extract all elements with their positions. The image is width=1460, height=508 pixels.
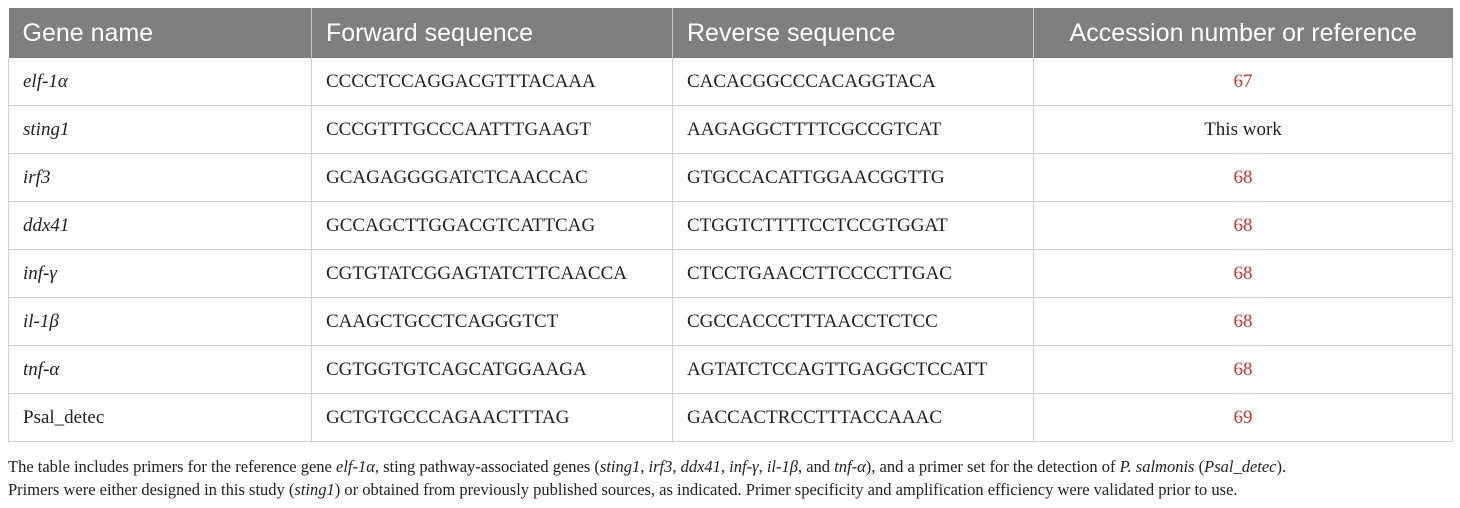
reference-link[interactable]: 68 — [1033, 201, 1453, 250]
header-reverse-sequence: Reverse sequence — [672, 8, 1034, 58]
footnote-line-1: The table includes primers for the refer… — [8, 455, 1452, 478]
footnote-text-run: The table includes primers for the refer… — [8, 457, 337, 476]
footnote-text-run: tnf-α — [834, 457, 866, 476]
forward-sequence-cell: GCTGTGCCCAGAACTTTAG — [311, 393, 673, 442]
footnote-text-run: inf-γ — [729, 457, 759, 476]
gene-name-cell: sting1 — [8, 105, 312, 154]
gene-name-cell: il-1β — [8, 297, 312, 346]
footnote-text-run: , — [758, 457, 767, 476]
table-header-row: Gene name Forward sequence Reverse seque… — [8, 8, 1453, 58]
footnote-text-run: P. salmonis — [1119, 457, 1195, 476]
gene-name-cell: elf-1α — [8, 58, 312, 106]
gene-name-cell: irf3 — [8, 153, 312, 202]
footnote-text-run: Psal_detec — [1204, 457, 1277, 476]
footnote-text-run: ). — [1276, 457, 1287, 476]
footnote-text-run: , sting pathway-associated genes ( — [374, 457, 600, 476]
reverse-sequence-cell: AAGAGGCTTTTCGCCGTCAT — [672, 105, 1034, 154]
footnote-text-run: ) or obtained from previously published … — [334, 480, 1238, 499]
reverse-sequence-cell: AGTATCTCCAGTTGAGGCTCCATT — [672, 345, 1034, 394]
forward-sequence-cell: CGTGGTGTCAGCATGGAAGA — [311, 345, 673, 394]
reverse-sequence-cell: CTCCTGAACCTTCCCCTTGAC — [672, 249, 1034, 298]
gene-name-cell: inf-γ — [8, 249, 312, 298]
table-row: inf-γ CGTGTATCGGAGTATCTTCAACCA CTCCTGAAC… — [8, 249, 1453, 298]
reference-link[interactable]: 68 — [1033, 249, 1453, 298]
reverse-sequence-cell: CGCCACCCTTTAACCTCTCC — [672, 297, 1034, 346]
table-row: Psal_detec GCTGTGCCCAGAACTTTAG GACCACTRC… — [8, 393, 1453, 442]
table-row: ddx41 GCCAGCTTGGACGTCATTCAG CTGGTCTTTTCC… — [8, 201, 1453, 250]
header-gene-name: Gene name — [8, 8, 312, 58]
reference-link[interactable]: 68 — [1033, 153, 1453, 202]
footnote-text-run: ( — [1194, 457, 1205, 476]
reference-link[interactable]: 68 — [1033, 345, 1453, 394]
reference-link[interactable]: 69 — [1033, 393, 1453, 442]
table-row: irf3 GCAGAGGGGATCTCAACCAC GTGCCACATTGGAA… — [8, 153, 1453, 202]
footnote-text-run: ddx41 — [680, 457, 721, 476]
forward-sequence-cell: GCAGAGGGGATCTCAACCAC — [311, 153, 673, 202]
reference-text: This work — [1033, 105, 1453, 154]
reverse-sequence-cell: GACCACTRCCTTTACCAAAC — [672, 393, 1034, 442]
primer-table-container: Gene name Forward sequence Reverse seque… — [8, 8, 1453, 442]
table-row: tnf-α CGTGGTGTCAGCATGGAAGA AGTATCTCCAGTT… — [8, 345, 1453, 394]
table-row: il-1β CAAGCTGCCTCAGGGTCT CGCCACCCTTTAACC… — [8, 297, 1453, 346]
footnote-text-run: sting1 — [599, 457, 641, 476]
footnote-text-run: il-1β — [766, 457, 798, 476]
reverse-sequence-cell: CACACGGCCCACAGGTACA — [672, 58, 1034, 106]
gene-name-cell: ddx41 — [8, 201, 312, 250]
footnote-text-run: , and — [797, 457, 835, 476]
gene-name-cell: Psal_detec — [8, 393, 312, 442]
table-footnote: The table includes primers for the refer… — [8, 455, 1452, 501]
footnote-text-run: , — [640, 457, 649, 476]
footnote-line-2: Primers were either designed in this stu… — [8, 478, 1452, 501]
footnote-text-run: sting1 — [294, 480, 335, 499]
reverse-sequence-cell: GTGCCACATTGGAACGGTTG — [672, 153, 1034, 202]
footnote-text-run: , — [672, 457, 681, 476]
forward-sequence-cell: GCCAGCTTGGACGTCATTCAG — [311, 201, 673, 250]
footnote-text-run: irf3 — [648, 457, 673, 476]
forward-sequence-cell: CGTGTATCGGAGTATCTTCAACCA — [311, 249, 673, 298]
forward-sequence-cell: CCCCTCCAGGACGTTTACAAA — [311, 58, 673, 106]
footnote-text-run: Primers were either designed in this stu… — [8, 480, 295, 499]
footnote-text-run: ), and a primer set for the detection of — [865, 457, 1120, 476]
footnote-text-run: , — [720, 457, 730, 476]
header-forward-sequence: Forward sequence — [311, 8, 673, 58]
primer-table: Gene name Forward sequence Reverse seque… — [8, 8, 1453, 442]
footnote-text-run: elf-1α — [336, 457, 375, 476]
reference-link[interactable]: 68 — [1033, 297, 1453, 346]
forward-sequence-cell: CCCGTTTGCCCAATTTGAAGT — [311, 105, 673, 154]
table-row: elf-1α CCCCTCCAGGACGTTTACAAA CACACGGCCCA… — [8, 58, 1453, 106]
reference-link[interactable]: 67 — [1033, 58, 1453, 106]
table-row: sting1 CCCGTTTGCCCAATTTGAAGT AAGAGGCTTTT… — [8, 105, 1453, 154]
reverse-sequence-cell: CTGGTCTTTTCCTCCGTGGAT — [672, 201, 1034, 250]
header-accession-reference: Accession number or reference — [1033, 8, 1453, 58]
gene-name-cell: tnf-α — [8, 345, 312, 394]
forward-sequence-cell: CAAGCTGCCTCAGGGTCT — [311, 297, 673, 346]
